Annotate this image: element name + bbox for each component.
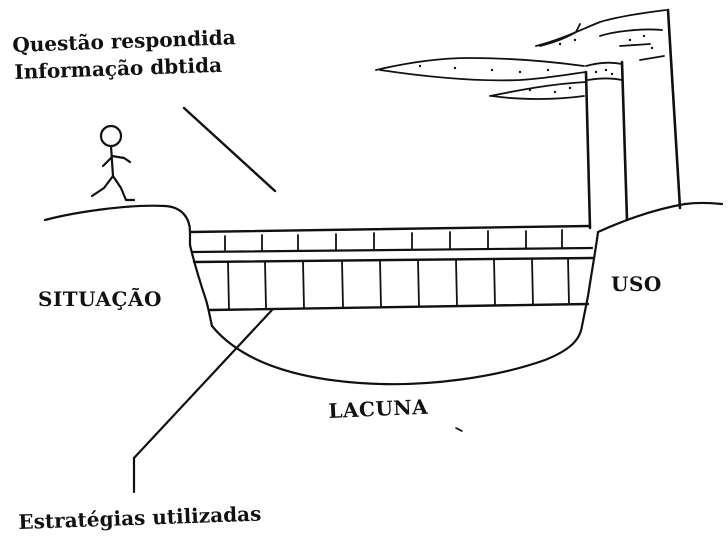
right-cliff-edge <box>586 201 724 298</box>
strategies-pointer-line <box>132 308 274 494</box>
question-pointer-line <box>182 106 277 193</box>
bridge <box>188 224 596 312</box>
gap-valley-curve <box>210 294 590 386</box>
use-label: USO <box>611 272 662 296</box>
cliff-foliage <box>375 9 667 100</box>
left-ground-line <box>43 204 214 328</box>
stick-figure <box>90 124 136 202</box>
situation-label: SITUAÇÃO <box>38 287 162 311</box>
foliage-stipple <box>418 34 654 94</box>
gap-label: LACUNA <box>327 394 429 423</box>
stray-mark <box>455 427 463 432</box>
use-poles <box>584 8 682 230</box>
